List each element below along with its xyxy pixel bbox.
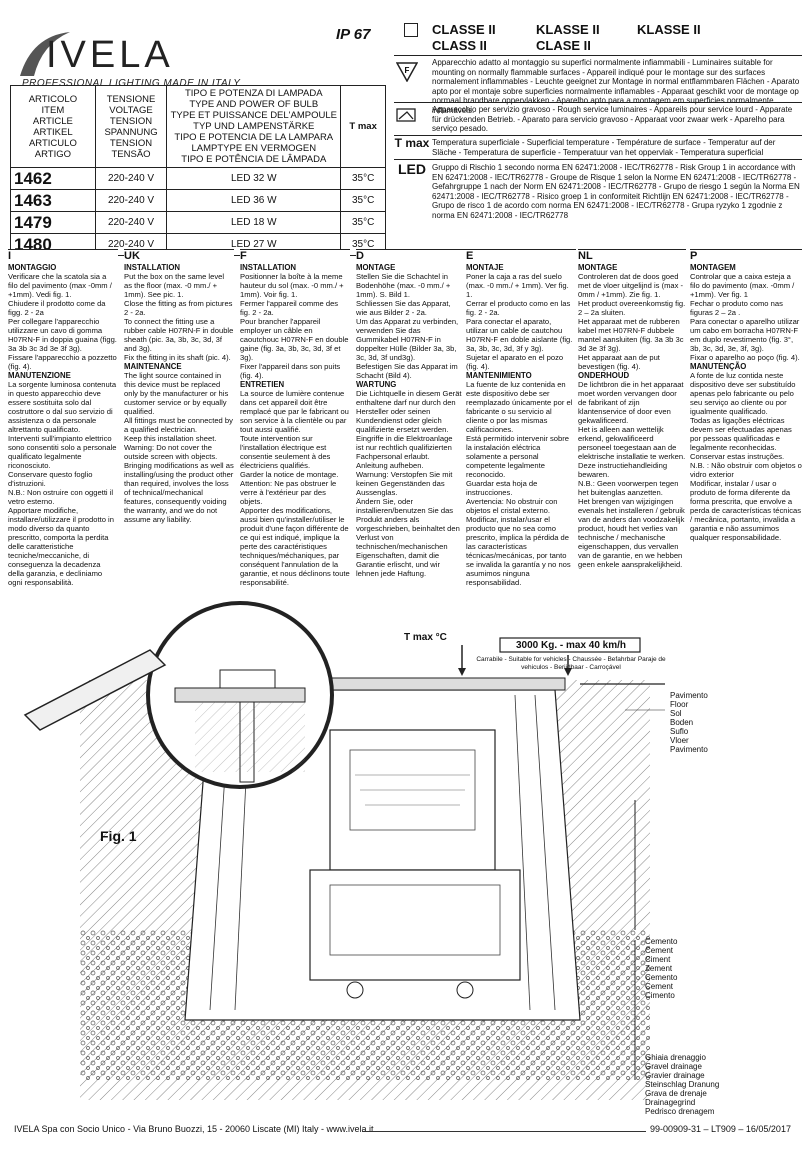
brand-name: IVELA bbox=[46, 34, 174, 76]
symbol-row-led: LED Gruppo di Rischio 1 secondo norma EN… bbox=[394, 161, 802, 219]
lower-box bbox=[309, 869, 521, 981]
class-ii-square-icon bbox=[404, 23, 418, 37]
installation-drawing bbox=[23, 601, 665, 1100]
led-risk-symbol: LED bbox=[398, 161, 426, 177]
footer-address: IVELA Spa con Socio Unico - Via Bruno Bu… bbox=[14, 1124, 374, 1134]
ivela-logo: IVELA PROFESSIONAL LIGHTING MADE IN ITAL… bbox=[12, 26, 252, 89]
rough-service-icon bbox=[394, 107, 420, 124]
lang-header-de: D bbox=[356, 249, 466, 262]
class-label-de: KLASSE II bbox=[536, 22, 600, 37]
load-rating: 3000 Kg. - max 40 km/h bbox=[515, 640, 627, 651]
tmax-callout: T max °C bbox=[404, 632, 447, 643]
logo-swoosh-icon bbox=[20, 32, 70, 76]
tmax-symbol: T max bbox=[394, 136, 430, 150]
class-label-en: CLASS II bbox=[432, 38, 487, 53]
class-label-es: CLASE II bbox=[536, 38, 591, 53]
lang-header-es: E bbox=[466, 249, 576, 262]
figure-label: Fig. 1 bbox=[100, 828, 137, 844]
lang-header-pt: P bbox=[690, 249, 802, 262]
brand-tagline: PROFESSIONAL LIGHTING MADE IN ITALY bbox=[22, 78, 241, 89]
lamp-module bbox=[329, 729, 496, 871]
flammable-surface-icon: F bbox=[394, 62, 420, 83]
col-tmax-header: T max bbox=[340, 85, 386, 168]
lang-header-nl: NL bbox=[578, 249, 686, 262]
load-subtitle: Carrabile - Suitable for vehicles - Chau… bbox=[476, 656, 666, 671]
magnifier-handle bbox=[23, 649, 167, 731]
lang-header-uk: UK bbox=[124, 249, 234, 262]
footer-doc-code: 99-00909-31 – LT909 – 16/05/2017 bbox=[650, 1124, 791, 1134]
symbol-row-tmax: T max Temperatura superficiale - Superfi… bbox=[394, 136, 776, 157]
symbol-row-rough-service: Apparecchio per servizio gravoso - Rough… bbox=[394, 105, 802, 135]
symbol-row-flammable: F Apparecchio adatto al montaggio su sup… bbox=[394, 58, 802, 115]
ip-rating: IP 67 bbox=[336, 26, 371, 43]
class-label-it: CLASSE II bbox=[432, 22, 496, 37]
lang-header-it: I bbox=[8, 249, 118, 262]
svg-text:F: F bbox=[405, 66, 410, 75]
lang-header-fr: F bbox=[240, 249, 350, 262]
class-label-nl: KLASSE II bbox=[637, 22, 701, 37]
detail-view bbox=[174, 669, 306, 783]
footer-divider bbox=[362, 1131, 646, 1132]
